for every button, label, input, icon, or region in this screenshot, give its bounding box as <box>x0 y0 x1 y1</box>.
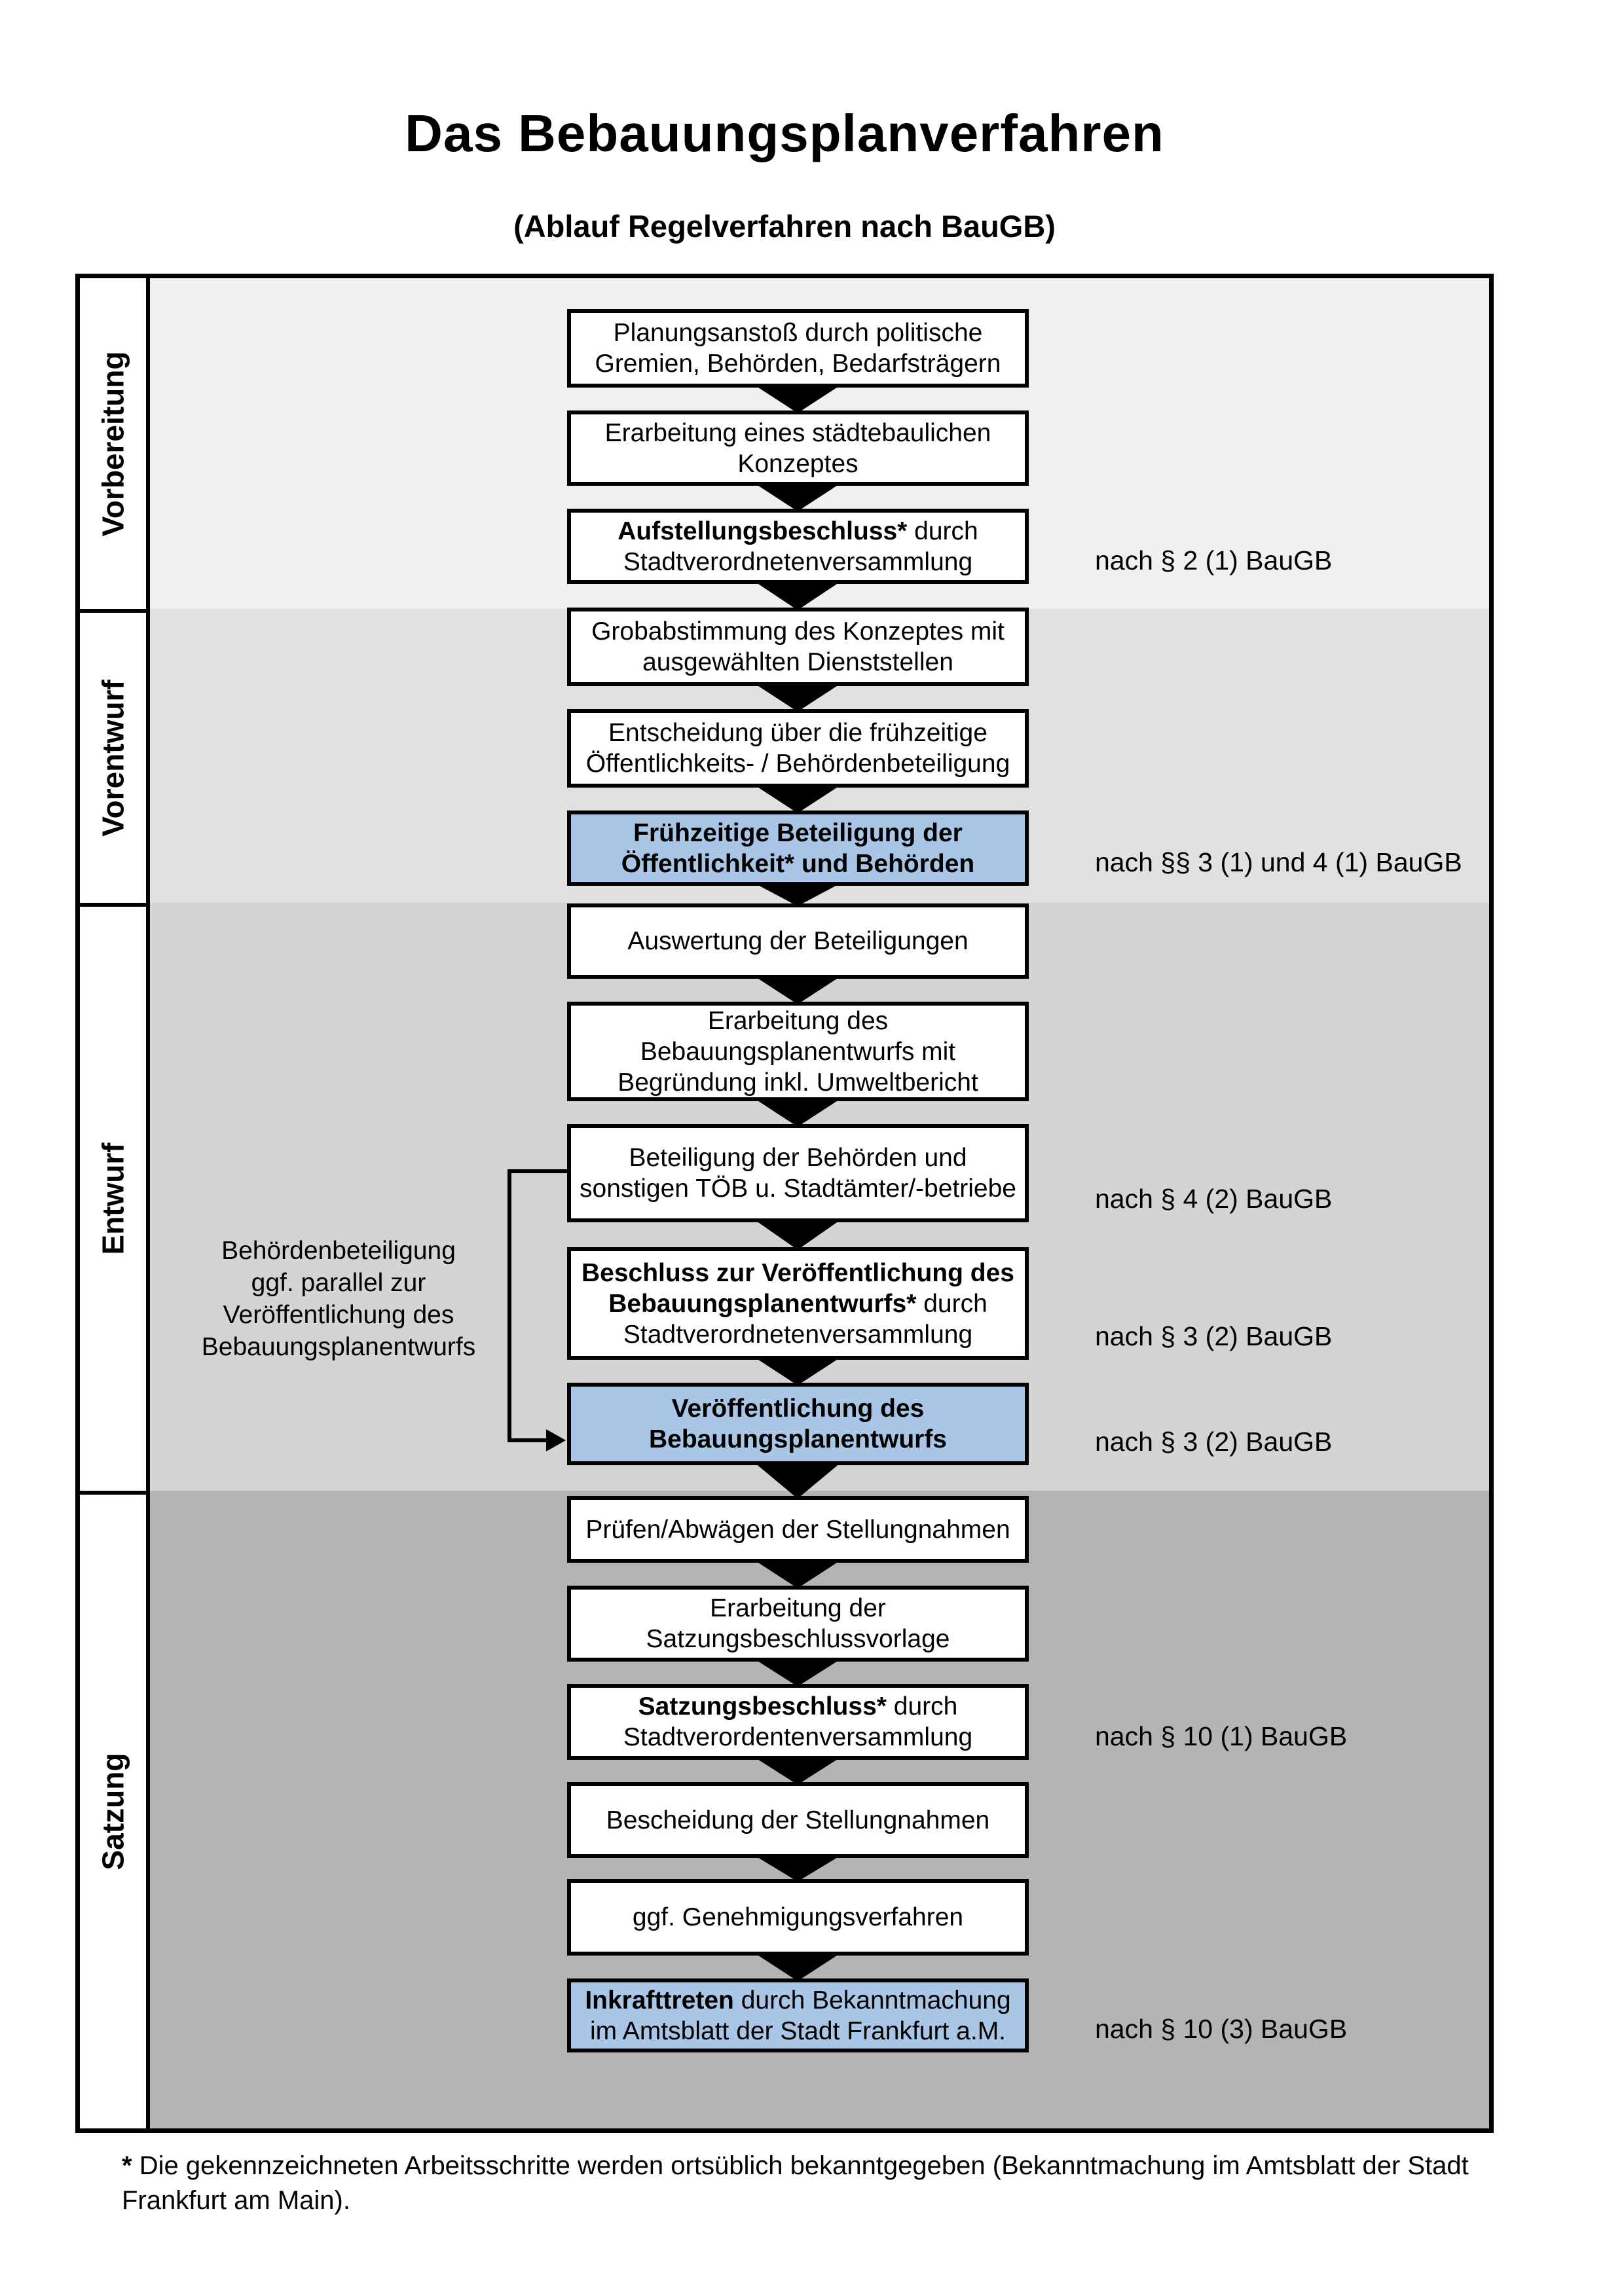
step-box-line: Prüfen/Abwägen der Stellungnahmen <box>585 1515 1010 1544</box>
arrow-down-icon <box>754 1220 841 1250</box>
step-box-line: Satzungsbeschluss* durch <box>638 1692 958 1721</box>
legal-ref: nach §§ 3 (1) und 4 (1) BauGB <box>1095 847 1462 877</box>
parallel-connector-line <box>507 1438 548 1442</box>
step-box-line: Aufstellungsbeschluss* durch <box>618 517 978 545</box>
step-box-line: Erarbeitung des <box>707 1006 889 1035</box>
parallel-connector-line <box>507 1169 567 1173</box>
step-box-line: Stadtverordentenversammlung <box>623 1723 973 1751</box>
step-box-auswertung-beteiligungen: Auswertung der Beteiligungen <box>567 903 1029 979</box>
step-box-line: Öffentlichkeit* und Behörden <box>621 849 975 878</box>
arrow-down-icon <box>754 1099 841 1127</box>
arrow-down-icon <box>754 385 841 413</box>
legal-ref: nach § 3 (2) BauGB <box>1095 1427 1333 1457</box>
step-box-line: Bebauungsplanentwurfs* durch <box>608 1289 987 1318</box>
arrow-down-icon <box>754 1757 841 1785</box>
step-box-beteiligung-behoerden: Beteiligung der Behörden und sonstigen TÖ… <box>567 1124 1029 1222</box>
arrow-right-icon <box>546 1429 566 1451</box>
arrow-down-icon <box>754 683 841 712</box>
side-note: Behördenbeteiligung ggf. parallel zur Ve… <box>201 1237 476 1361</box>
step-box-line: Gremien, Behörden, Bedarfsträgern <box>595 350 1001 378</box>
step-box-line: Stadtverordnetenversammlung <box>623 547 973 576</box>
step-box-line: Erarbeitung eines städtebaulichen <box>604 418 991 447</box>
step-box-line: Auswertung der Beteiligungen <box>627 927 969 955</box>
arrow-down-icon <box>754 1463 841 1499</box>
step-box-line: Erarbeitung der <box>710 1594 886 1622</box>
footnote-text: Die gekennzeichneten Arbeitsschritte wer… <box>122 2151 1469 2215</box>
parallel-connector-line <box>507 1169 511 1442</box>
arrow-down-icon <box>754 1357 841 1385</box>
step-box-line: ggf. Genehmigungsverfahren <box>632 1903 964 1931</box>
step-box-line: Planungsanstoß durch politische <box>613 319 983 347</box>
step-box-bescheidung-stellungnahmen: Bescheidung der Stellungnahmen <box>567 1782 1029 1858</box>
legal-ref: nach § 10 (1) BauGB <box>1095 1721 1348 1751</box>
step-box-line: Grobabstimmung des Konzeptes mit <box>591 617 1005 646</box>
step-box-line: Inkrafttreten durch Bekanntmachung <box>585 1986 1011 2014</box>
step-box-line: sonstigen TÖB u. Stadtämter/-betriebe <box>580 1175 1016 1203</box>
step-box-pruefen-abwaegen: Prüfen/Abwägen der Stellungnahmen <box>567 1496 1029 1563</box>
arrow-down-icon <box>754 785 841 813</box>
arrow-down-icon <box>754 976 841 1004</box>
step-box-line: Bebauungsplanentwurfs <box>648 1425 948 1453</box>
phase-cell-vorentwurf: Vorentwurf <box>80 609 146 903</box>
step-box-line: Frühzeitige Beteiligung der <box>633 818 963 847</box>
step-box-line: Beteiligung der Behörden und <box>629 1144 967 1172</box>
step-box-line: im Amtsblatt der Stadt Frankfurt a.M. <box>589 2016 1006 2045</box>
step-box-line: Entscheidung über die frühzeitige <box>608 719 987 747</box>
step-box-line: ausgewählten Dienststellen <box>642 648 953 676</box>
footnote: * Die gekennzeichneten Arbeitsschritte w… <box>122 2149 1536 2218</box>
legal-ref: nach § 4 (2) BauGB <box>1095 1184 1333 1214</box>
arrow-down-icon <box>754 883 841 906</box>
phase-column: Vorbereitung Vorentwurf Entwurf Satzung <box>80 278 150 2128</box>
step-box-line: Konzeptes <box>737 449 858 478</box>
step-box-line: Begründung inkl. Umweltbericht <box>618 1068 978 1097</box>
legal-ref: nach § 2 (1) BauGB <box>1095 545 1333 575</box>
step-box-genehmigungsverfahren: ggf. Genehmigungsverfahren <box>567 1879 1029 1956</box>
step-box-line: Satzungsbeschlussvorlage <box>646 1625 950 1653</box>
page-subtitle: (Ablauf Regelverfahren nach BauGB) <box>513 209 1056 244</box>
arrow-down-icon <box>754 483 841 511</box>
arrow-down-icon <box>754 1953 841 1981</box>
step-box-line: Bescheidung der Stellungnahmen <box>606 1806 990 1834</box>
step-box-line: Beschluss zur Veröffentlichung des <box>581 1258 1014 1287</box>
arrow-down-icon <box>754 1659 841 1686</box>
step-box-line: Bebauungsplanentwurfs mit <box>640 1037 956 1066</box>
step-box-line: Öffentlichkeits- / Behördenbeteiligung <box>585 750 1010 778</box>
legal-ref: nach § 3 (2) BauGB <box>1095 1321 1333 1351</box>
arrow-down-icon <box>754 1855 841 1882</box>
arrow-down-icon <box>754 581 841 610</box>
phase-cell-entwurf: Entwurf <box>80 903 146 1491</box>
step-box-line: Veröffentlichung des <box>671 1394 925 1423</box>
step-box-line: Stadtverordnetenversammlung <box>623 1320 973 1349</box>
legal-ref: nach § 10 (3) BauGB <box>1095 2014 1348 2044</box>
footnote-marker: * <box>122 2151 132 2180</box>
phase-cell-satzung: Satzung <box>80 1491 146 2128</box>
arrow-down-icon <box>754 1560 841 1588</box>
page-title: Das Bebauungsplanverfahren <box>405 104 1164 162</box>
